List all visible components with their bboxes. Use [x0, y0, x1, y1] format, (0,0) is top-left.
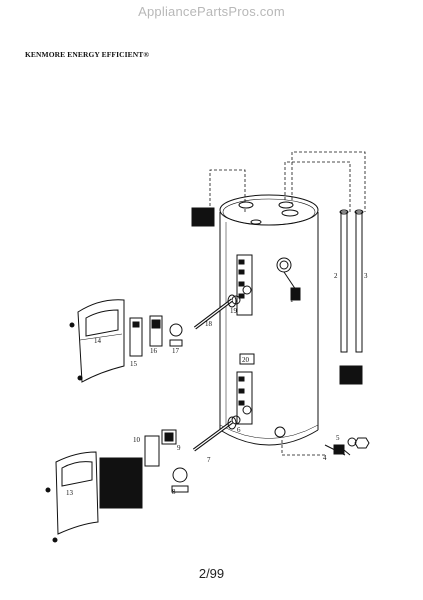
callout-13: 13: [66, 489, 74, 497]
callout-10: 10: [133, 436, 141, 444]
callout-2: 2: [334, 272, 338, 280]
callout-16: 16: [150, 347, 158, 355]
dip-tubes: [339, 209, 364, 353]
drain-valve: [274, 426, 370, 456]
tank-badge-text: 20: [242, 356, 250, 364]
callout-8: 8: [172, 488, 176, 496]
watermark: AppliancePartsPros.com: [138, 4, 285, 19]
lower-access-cover: [55, 451, 99, 535]
callout-3: 3: [364, 272, 368, 280]
lower-thermostat-parts: [144, 429, 189, 493]
callout-9: 9: [177, 444, 181, 452]
callout-5: 5: [336, 434, 340, 442]
screws: [45, 322, 83, 543]
upper-heating-element: [193, 294, 237, 330]
upper-access-panel-opening: [231, 254, 253, 316]
water-heater-tank: [219, 194, 319, 446]
callout-15: 15: [130, 360, 138, 368]
tank-label-plate: [239, 353, 255, 365]
callout-18: 18: [205, 320, 213, 328]
lower-access-panel-opening: [231, 371, 253, 425]
callout-4: 4: [323, 454, 327, 462]
lower-heating-element: [192, 416, 237, 452]
heat-trap-nipples: [191, 207, 363, 385]
page-number: 2/99: [198, 566, 225, 581]
callout-7: 7: [207, 456, 211, 464]
dashed-leader-lines: [209, 151, 366, 456]
relief-valve: [276, 257, 301, 301]
callout-1: 1: [290, 296, 294, 304]
insulation-coil: [99, 457, 143, 509]
diagram-heading: KENMORE ENERGY EFFICIENT®: [25, 50, 150, 59]
callout-labels: 1 2 3 4 5 6 7 8 9 10 13 14 15 16 17 18 1…: [66, 272, 368, 497]
callout-14: 14: [94, 337, 102, 345]
upper-access-cover: [77, 299, 125, 383]
upper-thermostat-parts: [129, 315, 183, 357]
callout-6: 6: [237, 426, 241, 434]
callout-19: 19: [230, 307, 238, 315]
callout-17: 17: [172, 347, 180, 355]
